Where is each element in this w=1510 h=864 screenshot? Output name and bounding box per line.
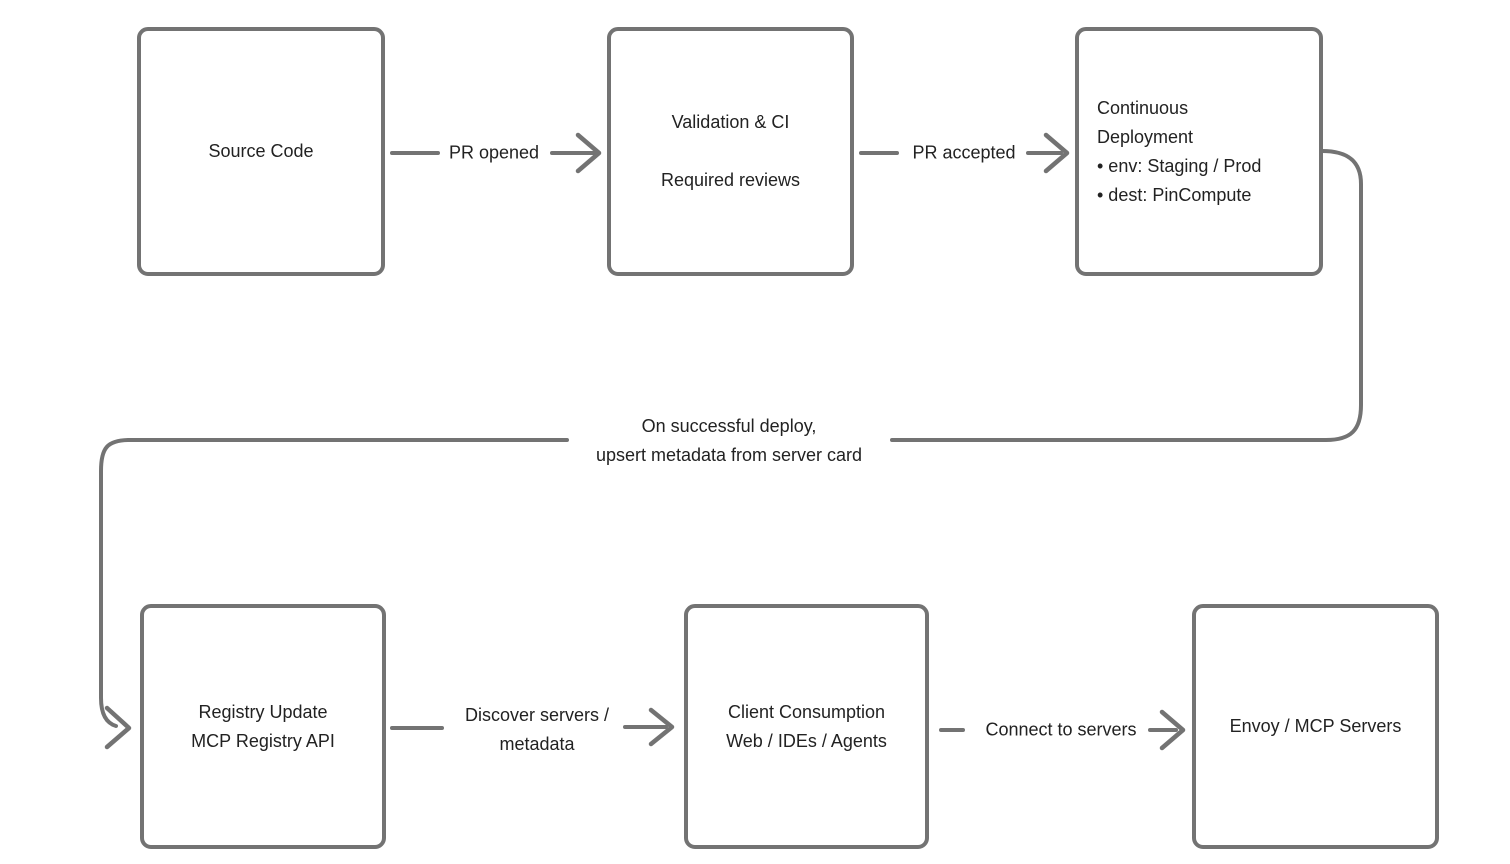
node-client-title: Client Consumption (727, 701, 886, 722)
edge-label-on-deploy: On successful deploy, upsert metadata fr… (596, 412, 862, 470)
node-source-code: Source Code (137, 27, 385, 276)
edge-on-deploy-left-curve (99, 438, 569, 728)
arrowhead-icon (104, 705, 132, 750)
node-source-code-label: Source Code (208, 141, 314, 161)
arrowhead-icon (648, 707, 675, 747)
node-registry-update: Registry Update MCP Registry API (140, 604, 386, 849)
arrowhead-icon (575, 132, 602, 174)
edge-label-pr-accepted: PR accepted (912, 142, 1016, 163)
node-deploy-title-line1: Continuous (1097, 97, 1189, 118)
edge-on-deploy-right-curve (890, 149, 1363, 442)
node-validation-ci-subtitle: Required reviews (660, 170, 801, 190)
edge-label-pr-opened: PR opened (448, 142, 540, 163)
node-continuous-deployment: Continuous Deployment • env: Staging / P… (1075, 27, 1323, 276)
edge-label-discover: Discover servers / metadata (465, 701, 609, 759)
node-deploy-bullet-dest: • dest: PinCompute (1097, 184, 1252, 205)
node-envoy-mcp-servers: Envoy / MCP Servers (1192, 604, 1439, 849)
arrowhead-icon (1159, 709, 1186, 751)
node-envoy-label: Envoy / MCP Servers (1229, 716, 1402, 736)
edge-label-discover-line1: Discover servers / (464, 705, 610, 725)
node-validation-ci-title: Validation & CI (671, 112, 790, 132)
node-deploy-title-line2: Deployment (1097, 126, 1194, 147)
edge-label-on-deploy-line2: upsert metadata from server card (595, 445, 863, 465)
node-validation-ci: Validation & CI Required reviews (607, 27, 854, 276)
node-registry-subtitle: MCP Registry API (191, 730, 335, 751)
edge-label-connect: Connect to servers (985, 719, 1137, 740)
edge-label-discover-line2: metadata (499, 734, 575, 754)
edge-label-on-deploy-line1: On successful deploy, (641, 416, 817, 436)
node-client-subtitle: Web / IDEs / Agents (726, 730, 887, 751)
node-deploy-bullet-env: • env: Staging / Prod (1097, 155, 1262, 176)
node-client-consumption: Client Consumption Web / IDEs / Agents (684, 604, 929, 849)
node-registry-title: Registry Update (198, 701, 328, 722)
arrowhead-icon (1043, 132, 1070, 174)
